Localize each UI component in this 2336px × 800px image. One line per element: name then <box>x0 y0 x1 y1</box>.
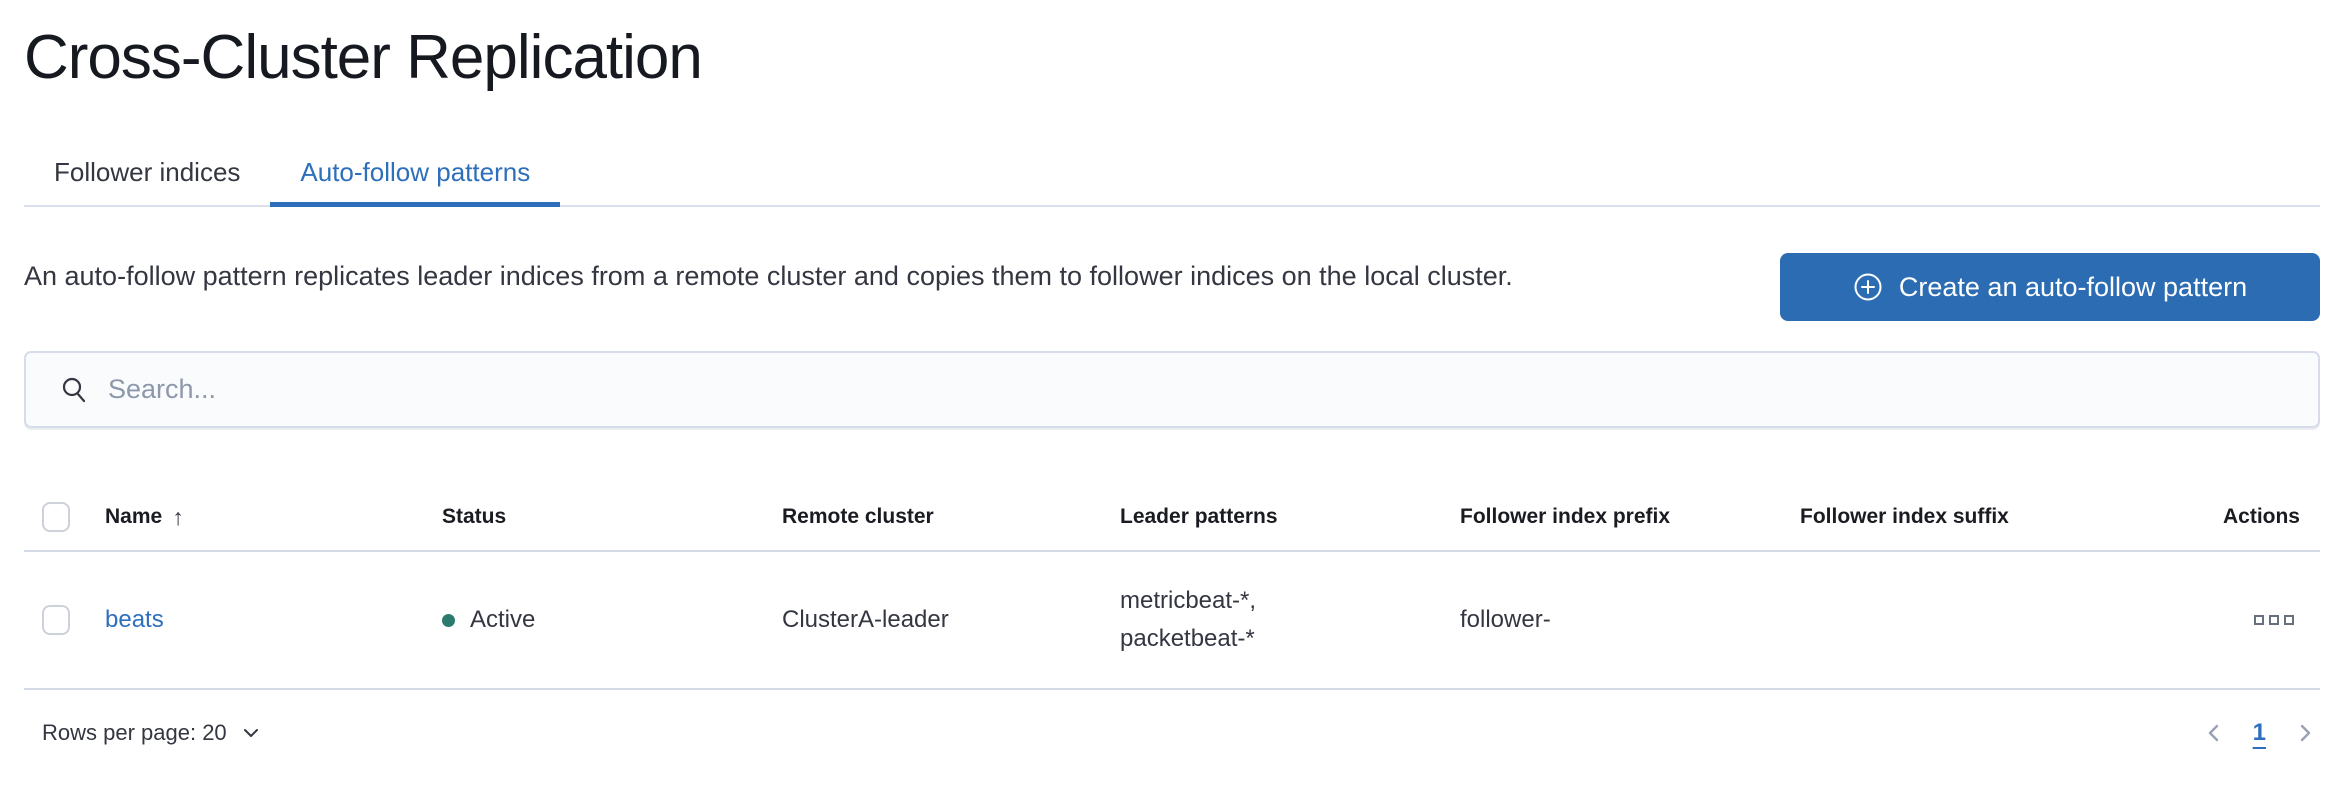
search-icon <box>60 376 88 404</box>
plus-in-circle-icon <box>1853 272 1883 302</box>
tab-auto-follow-patterns[interactable]: Auto-follow patterns <box>270 156 561 207</box>
boxes-horizontal-icon <box>2254 615 2294 625</box>
page-number-1[interactable]: 1 <box>2247 719 2272 747</box>
pattern-name-link[interactable]: beats <box>105 606 164 633</box>
create-button-label: Create an auto-follow pattern <box>1898 271 2248 302</box>
cross-cluster-replication-page: Cross-Cluster Replication Follower indic… <box>0 22 2336 748</box>
select-all-checkbox[interactable] <box>42 502 70 532</box>
sort-ascending-icon: ↑ <box>172 503 184 530</box>
intro-section: An auto-follow pattern replicates leader… <box>24 253 2320 321</box>
column-header-follower-index-suffix: Follower index suffix <box>1800 505 2009 528</box>
table-row-beats: beats Active ClusterA-leader metricbeat-… <box>24 552 2320 690</box>
leader-patterns-value: metricbeat-*, packetbeat-* <box>1120 587 1257 652</box>
previous-page-button[interactable] <box>2199 718 2229 748</box>
status-label: Active <box>470 606 536 633</box>
column-header-follower-index-prefix: Follower index prefix <box>1460 505 1671 528</box>
search-bar <box>24 351 2320 428</box>
column-header-status: Status <box>442 505 507 528</box>
tab-follower-indices[interactable]: Follower indices <box>24 156 270 207</box>
rows-per-page-button[interactable]: Rows per page: 20 <box>42 720 261 746</box>
rows-per-page-label: Rows per page: 20 <box>42 720 227 745</box>
row-actions-button[interactable] <box>2248 609 2300 631</box>
tabs-bar: Follower indices Auto-follow patterns <box>24 156 2320 207</box>
pagination: 1 <box>2199 718 2320 748</box>
next-page-button[interactable] <box>2290 718 2320 748</box>
create-auto-follow-pattern-button[interactable]: Create an auto-follow pattern <box>1780 253 2320 321</box>
remote-cluster-value: ClusterA-leader <box>782 606 949 633</box>
follower-index-prefix-value: follower- <box>1460 606 1551 633</box>
auto-follow-description: An auto-follow pattern replicates leader… <box>24 261 1513 291</box>
search-input[interactable] <box>108 359 2294 420</box>
column-header-remote-cluster: Remote cluster <box>782 505 934 528</box>
status-active-dot-icon <box>442 613 455 627</box>
follower-index-suffix-value <box>1800 590 2140 650</box>
column-header-leader-patterns: Leader patterns <box>1120 505 1278 528</box>
chevron-right-icon <box>2294 722 2316 744</box>
page-title: Cross-Cluster Replication <box>24 23 703 92</box>
table-header-row: Name ↑ Status Remote cluster Leader patt… <box>24 478 2320 552</box>
column-header-name[interactable]: Name ↑ <box>105 503 184 530</box>
table-footer: Rows per page: 20 1 <box>24 718 2320 748</box>
column-header-actions: Actions <box>2222 505 2300 528</box>
auto-follow-patterns-table: Name ↑ Status Remote cluster Leader patt… <box>24 478 2320 690</box>
select-row-checkbox[interactable] <box>42 605 70 635</box>
chevron-left-icon <box>2203 722 2225 744</box>
chevron-down-icon <box>241 723 261 743</box>
